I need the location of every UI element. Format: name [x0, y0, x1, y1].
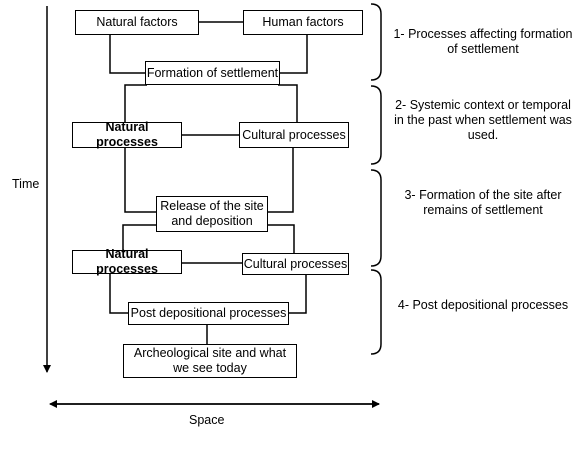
stage-2-line-3: used. — [467, 128, 499, 142]
connector-natural-to-release — [124, 148, 156, 213]
stage-1-bracket — [370, 3, 382, 81]
stage-3-label: 3- Formation of the site after remains o… — [385, 188, 581, 218]
connector-formation-to-natural — [124, 84, 147, 122]
stage-2-line-1: 2- Systemic context or temporal — [395, 98, 571, 112]
stage-1-line-1: 1- Processes affecting formation — [393, 27, 573, 41]
box-archeological-site: Archeological site and what we see today — [123, 344, 297, 378]
box-formation-text: Formation of settlement — [146, 65, 279, 80]
box-natural-factors-text: Natural factors — [96, 15, 178, 29]
stage-2-label: 2- Systemic context or temporal in the p… — [385, 98, 581, 143]
stage-3-bracket — [370, 169, 382, 267]
connector-release-to-natural-2 — [122, 224, 156, 250]
box-cultural-processes-2-text: Cultural processes — [243, 256, 348, 271]
stage-3-line-1: 3- Formation of the site after — [404, 188, 562, 202]
connector-cultural2-to-post — [289, 274, 307, 314]
connector-natural-to-formation — [109, 34, 145, 74]
box-natural-processes-1-text: Natural processes — [96, 120, 158, 149]
box-natural-processes-1: Natural processes — [72, 120, 182, 149]
stage-2-bracket — [370, 85, 382, 165]
box-archeo-line-2: we see today — [173, 361, 247, 375]
box-post-depositional: Post depositional processes — [128, 302, 289, 325]
connector-release-to-cultural-2 — [268, 224, 295, 253]
box-natural-factors: Natural factors — [75, 10, 199, 35]
connector-cultural-to-release — [268, 148, 294, 213]
box-human-factors: Human factors — [243, 10, 363, 35]
stage-4-label: 4- Post depositional processes — [385, 298, 581, 313]
connector-formation-to-cultural — [278, 84, 298, 122]
box-release-line-1: Release of the site — [160, 199, 264, 213]
box-release-of-site: Release of the site and deposition — [156, 196, 268, 232]
box-cultural-processes-1: Cultural processes — [239, 122, 349, 148]
stage-4-line-1: 4- Post depositional processes — [397, 298, 569, 312]
box-cultural-processes-2: Cultural processes — [242, 253, 349, 275]
time-axis-label: Time — [12, 177, 40, 191]
space-axis-label: Space — [189, 413, 225, 427]
box-cultural-processes-1-text: Cultural processes — [242, 127, 346, 142]
box-release-line-2: and deposition — [171, 214, 253, 228]
box-post-depositional-text: Post depositional processes — [130, 306, 287, 320]
box-archeo-line-1: Archeological site and what — [133, 346, 287, 360]
stage-1-line-2: of settlement — [447, 42, 519, 56]
stage-3-line-2: remains of settlement — [423, 203, 543, 217]
stage-1-label: 1- Processes affecting formation of sett… — [385, 27, 581, 57]
connector-natural2-to-post — [109, 274, 128, 314]
stage-2-line-2: in the past when settlement was — [394, 113, 572, 127]
box-natural-processes-2-text: Natural processes — [96, 247, 158, 276]
box-formation-of-settlement: Formation of settlement — [145, 61, 280, 85]
box-natural-processes-2: Natural processes — [72, 247, 182, 276]
connector-human-to-formation — [280, 34, 308, 74]
box-human-factors-text: Human factors — [262, 15, 344, 29]
stage-4-bracket — [370, 269, 382, 355]
